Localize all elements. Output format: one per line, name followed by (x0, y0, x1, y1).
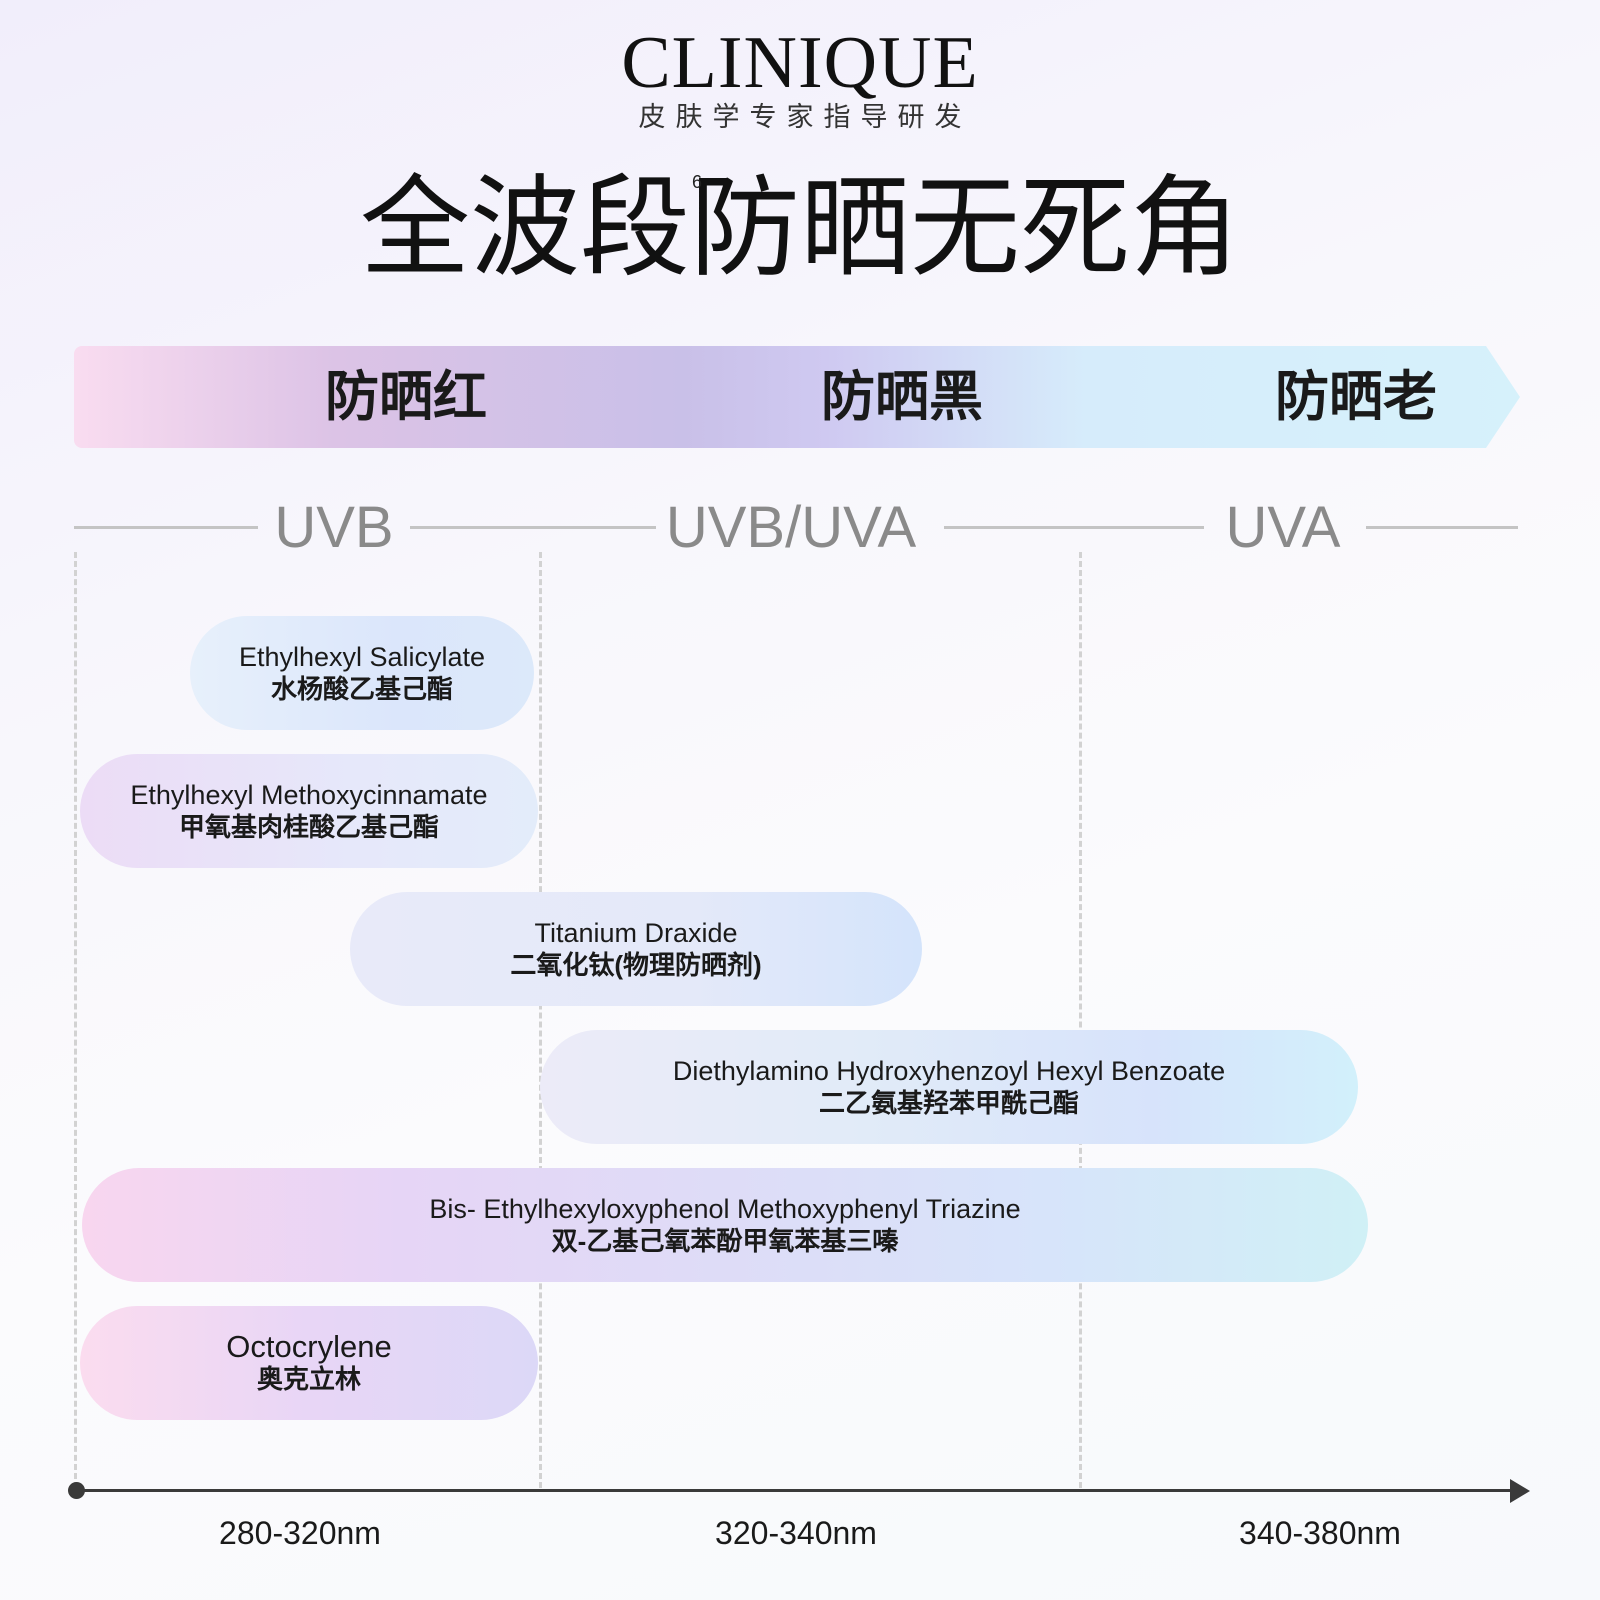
title-footnote: 6 (692, 172, 703, 192)
band-line (74, 526, 258, 529)
ingredient-pill: Bis- Ethylhexyloxyphenol Methoxyphenyl T… (82, 1168, 1368, 1282)
ingredient-name-zh: 二氧化钛(物理防晒剂) (510, 950, 762, 980)
main-title: 全波段防晒无死角 (360, 167, 1240, 290)
banner-label-sunburn: 防晒红 (325, 367, 487, 427)
band-label-uva: UVA (1225, 495, 1341, 560)
band-label-uvb: UVB (274, 495, 394, 560)
ingredient-pill: Titanium Draxide 二氧化钛(物理防晒剂) (350, 892, 922, 1006)
ingredient-name-zh: 二乙氨基羟苯甲酰己酯 (818, 1088, 1079, 1118)
banner-label-tanning: 防晒黑 (821, 367, 983, 427)
band-line (410, 526, 656, 529)
separator-line (74, 552, 77, 1488)
separator-line (539, 552, 542, 1488)
ingredient-name-en: Ethylhexyl Salicylate (238, 642, 486, 672)
effect-banner: 防晒红 防晒黑 防晒老 (74, 346, 1520, 448)
range-label-uvb: 280-320nm (219, 1515, 381, 1551)
ingredient-name-en: Diethylamino Hydroxyhenzoyl Hexyl Benzoa… (672, 1056, 1226, 1086)
ingredient-pill: Ethylhexyl Salicylate 水杨酸乙基己酯 (190, 616, 534, 730)
ingredient-pill: Octocrylene 奥克立林 (80, 1306, 538, 1420)
band-line (944, 526, 1204, 529)
ingredient-name-zh: 水杨酸乙基己酯 (270, 674, 453, 704)
ingredient-name-zh: 奥克立林 (256, 1364, 361, 1394)
ingredient-name-zh: 双-乙基己氧苯酚甲氧苯基三嗪 (551, 1226, 899, 1256)
banner-label-aging: 防晒老 (1275, 367, 1437, 427)
wavelength-axis (76, 1489, 1516, 1492)
separator-line (1079, 552, 1082, 1488)
range-label-uva: 340-380nm (1239, 1515, 1401, 1551)
brand-logo: CLINIQUE (621, 22, 979, 104)
band-line (1366, 526, 1518, 529)
ingredient-pill: Ethylhexyl Methoxycinnamate 甲氧基肉桂酸乙基己酯 (80, 754, 538, 868)
ingredient-name-zh: 甲氧基肉桂酸乙基己酯 (178, 812, 439, 842)
brand-tagline: 皮肤学专家指导研发 (638, 102, 972, 132)
ingredient-name-en: Titanium Draxide (534, 918, 738, 948)
axis-origin-dot (68, 1482, 85, 1499)
range-label-uvb-uva: 320-340nm (715, 1515, 877, 1551)
band-label-uvb-uva: UVB/UVA (665, 495, 917, 560)
ingredient-pill: Diethylamino Hydroxyhenzoyl Hexyl Benzoa… (540, 1030, 1358, 1144)
axis-arrow-icon (1510, 1479, 1530, 1503)
ingredient-name-en: Octocrylene (226, 1329, 392, 1364)
ingredient-name-en: Ethylhexyl Methoxycinnamate (130, 780, 488, 810)
ingredient-name-en: Bis- Ethylhexyloxyphenol Methoxyphenyl T… (429, 1194, 1021, 1224)
